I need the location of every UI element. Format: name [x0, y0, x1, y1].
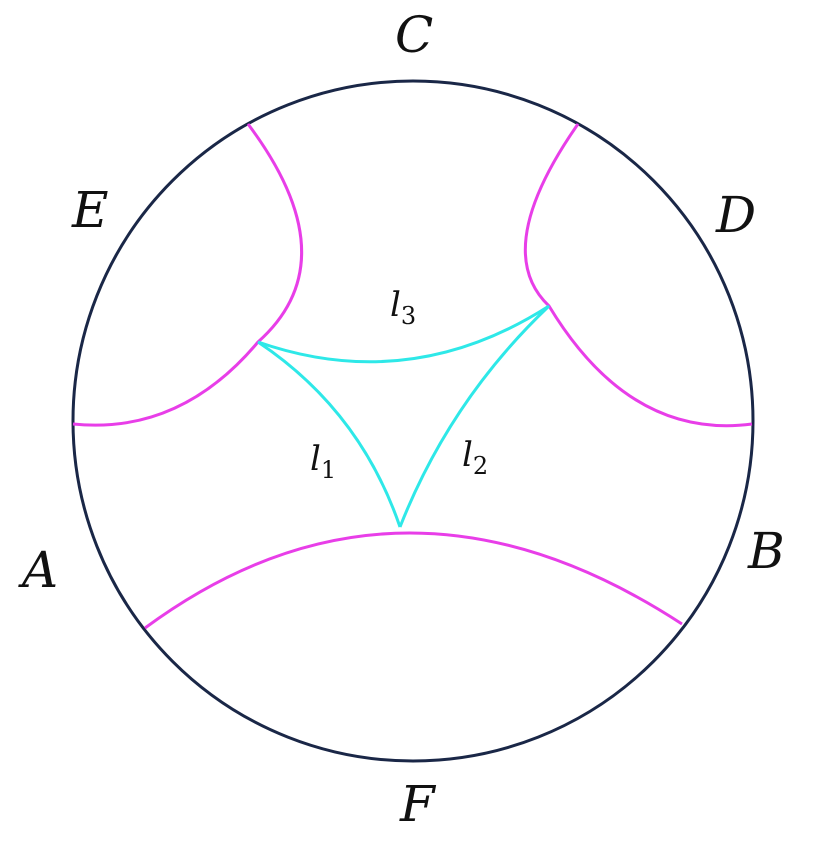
point-label-f: F	[399, 775, 437, 833]
geodesic-l2	[398, 304, 551, 528]
geodesic-label-l3-sub: 3	[401, 302, 416, 330]
point-label-d: D	[715, 186, 756, 244]
geodesic-label-l2-sub: 2	[473, 452, 488, 480]
geodesic-bottom	[144, 531, 683, 630]
point-label-c: C	[395, 6, 433, 64]
geodesic-label-l3-base: l	[390, 285, 401, 325]
point-label-b: B	[747, 522, 785, 580]
geodesic-l3	[257, 304, 550, 364]
geodesic-label-l2: l2	[462, 435, 488, 480]
point-label-a: A	[18, 541, 58, 599]
geodesic-label-l1-base: l	[310, 439, 321, 479]
geodesic-upper-right	[523, 123, 753, 428]
geodesic-label-l3: l3	[390, 285, 416, 330]
geodesic-label-l1: l1	[310, 439, 336, 484]
point-label-e: E	[71, 181, 109, 239]
boundary-circle	[71, 79, 755, 763]
geodesic-l1	[257, 340, 402, 528]
geodesic-label-l1-sub: 1	[321, 456, 336, 484]
geodesic-label-l2-base: l	[462, 435, 473, 475]
